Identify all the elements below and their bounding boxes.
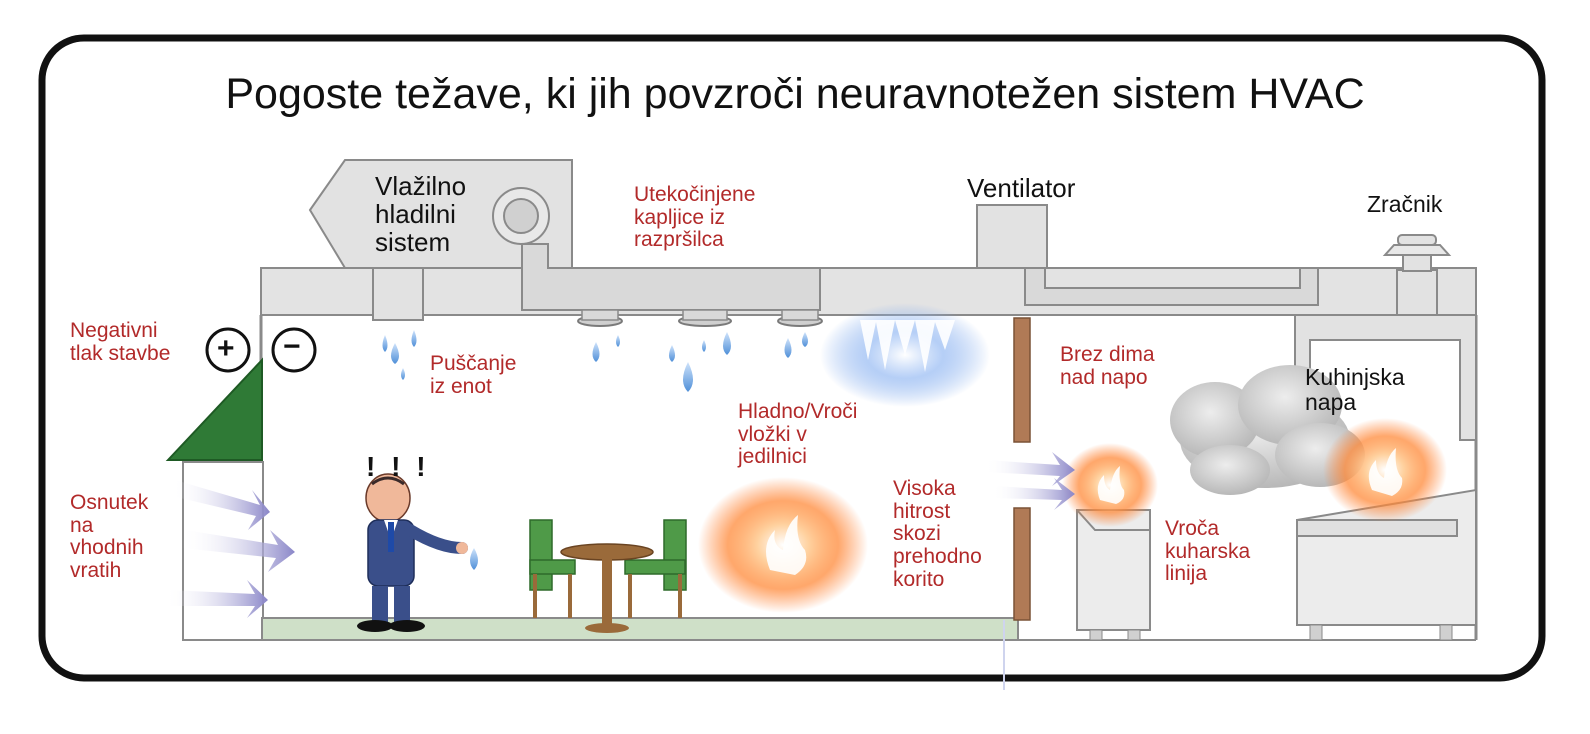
diffuser-neck-1: [581, 309, 619, 321]
fryer-leg-l: [1089, 629, 1103, 641]
partition-lower: [1013, 507, 1031, 621]
label-high-speed: Visoka hitrost skozi prehodno korito: [893, 477, 982, 591]
label-droplets: Utekočinjene kapljice iz razpršilca: [634, 183, 756, 252]
flow-arrow-icon-passthrough: [985, 452, 1075, 510]
unit-outlet: [372, 267, 424, 321]
diffuser-neck-2: [682, 309, 728, 321]
exhaust-neck: [1402, 254, 1432, 272]
supply-duct: [521, 243, 821, 311]
label-negative-pressure: Negativni tlak stavbe: [70, 319, 171, 365]
minus-circle-icon: [271, 327, 317, 373]
exclamation-marks: ! ! !: [366, 451, 430, 482]
label-entrance-draft: Osnutek na vhodnih vratih: [70, 491, 149, 583]
vestibule-roof: [165, 357, 263, 461]
label-ventilator: Ventilator: [967, 173, 1076, 203]
range-top: [1296, 519, 1458, 537]
fryer: [1076, 509, 1151, 631]
label-exhaust: Zračnik: [1367, 191, 1443, 217]
range-leg-r: [1439, 624, 1453, 641]
partition-upper: [1013, 317, 1031, 443]
label-cooling-system: Vlažilno hladilni sistem: [375, 171, 467, 258]
smoke-cloud-icon: [1170, 365, 1365, 495]
fryer-leg-r: [1127, 629, 1141, 641]
label-kitchen-hood: Kuhinjska napa: [1305, 364, 1405, 415]
ventilator-box: [976, 204, 1048, 269]
diagram-title: Pogoste težave, ki jih povzroči neuravno…: [225, 70, 1365, 118]
fire-icon-range: [1323, 418, 1447, 522]
range-leg-l: [1309, 624, 1323, 641]
dining-set: [529, 519, 687, 633]
water-drop-icon-group: [382, 330, 808, 570]
ventilator-duct: [1024, 267, 1319, 306]
label-hot-line: Vroča kuharska linija: [1165, 517, 1251, 586]
fire-icon-fryer: [1062, 443, 1158, 527]
fire-icon-dining: [698, 477, 868, 613]
dining-floor: [261, 617, 1019, 641]
label-hot-cold-spots: Hladno/Vroči vložki v jedilnici: [738, 400, 858, 469]
label-leak-units: Puščanje iz enot: [430, 352, 517, 398]
exhaust-stack: [1396, 269, 1438, 317]
minus-sign: −: [283, 330, 301, 363]
angry-man-figure: [357, 473, 468, 632]
diffuser-neck-3: [781, 309, 819, 321]
plus-circle-icon: [205, 327, 251, 373]
plus-sign: +: [217, 332, 235, 365]
exhaust-cap: [1382, 244, 1452, 256]
exhaust-top: [1397, 234, 1437, 246]
cold-air-icon: [820, 303, 990, 407]
label-no-smoke: Brez dima nad napo: [1060, 343, 1155, 389]
flow-arrow-icon-entrance: [165, 480, 295, 618]
fan-hub: [503, 198, 539, 234]
